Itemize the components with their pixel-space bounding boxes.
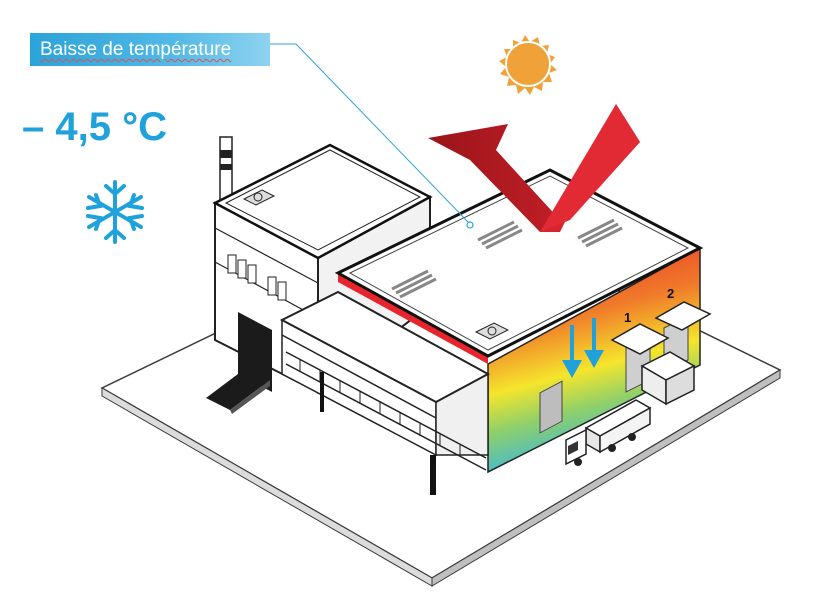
cooling-arrow-icon [562, 325, 582, 378]
container-box [640, 351, 696, 406]
warehouse-main: 1 2 [334, 168, 712, 474]
roof-skylight [577, 218, 623, 248]
rooftop-fan-unit [242, 189, 276, 206]
front-annex [279, 290, 491, 495]
snowflake-icon [86, 180, 144, 244]
temperature-drop-label: Baisse de température [30, 33, 270, 66]
door-number-2: 2 [667, 286, 674, 301]
heat-deflection-arrow [428, 104, 640, 232]
cooling-arrow-icon [584, 318, 604, 368]
rooftop-fan-unit [474, 322, 510, 340]
delivery-truck [565, 399, 652, 466]
roof-skylight [477, 220, 523, 250]
roof-skylight [391, 269, 437, 299]
callout-leader-line [270, 43, 474, 229]
door-number-1: 1 [624, 310, 631, 325]
loading-ramp [206, 368, 270, 414]
sun-icon [499, 35, 557, 95]
temperature-value: – 4,5 °C [22, 105, 167, 149]
